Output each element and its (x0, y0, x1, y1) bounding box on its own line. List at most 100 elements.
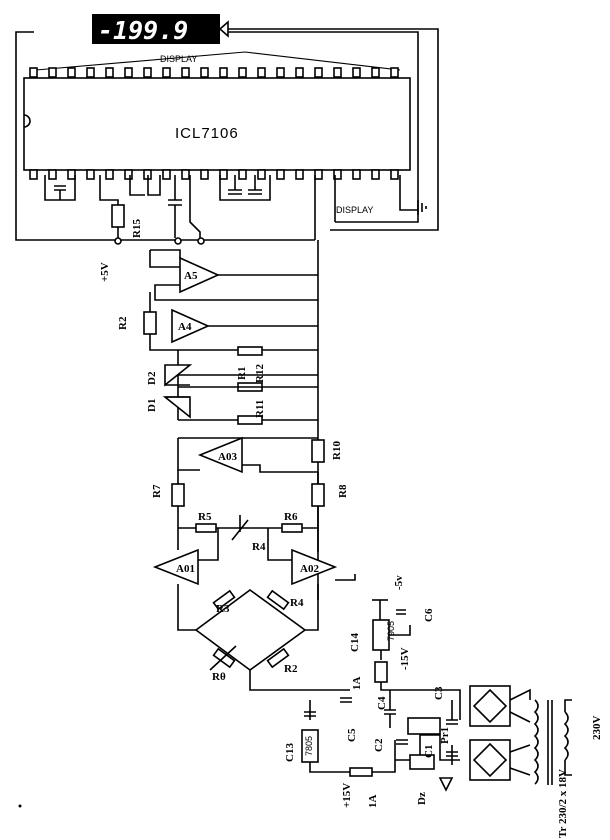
svg-text:-5v: -5v (393, 575, 405, 590)
svg-text:C2: C2 (373, 738, 385, 752)
svg-text:R8: R8 (337, 484, 349, 498)
chip-pin (105, 67, 114, 78)
chip-pin (333, 67, 342, 78)
chip-pin (143, 67, 152, 78)
positive-regulator: 7805 (301, 689, 460, 792)
capacitor-c4-c3 (384, 690, 458, 735)
chip-pin (200, 169, 209, 180)
svg-text:Dz: Dz (416, 792, 428, 805)
r15-label: R15 (131, 219, 143, 238)
svg-text:A03: A03 (218, 451, 237, 463)
chip-pin (257, 67, 266, 78)
svg-text:1A: 1A (351, 677, 363, 691)
diode-d1 (162, 396, 191, 420)
svg-text:A02: A02 (300, 563, 319, 575)
chip-pin (276, 169, 285, 180)
opamp-a4: A4 (171, 308, 318, 344)
display-label-side: DISPLAY (336, 205, 373, 215)
chip-pin (352, 169, 361, 180)
svg-text:A4: A4 (178, 321, 192, 333)
negative-regulator: 7905 (372, 599, 461, 720)
chip-pin (29, 67, 38, 78)
chip-pin (181, 169, 190, 180)
svg-text:A5: A5 (184, 270, 198, 282)
svg-text:D1: D1 (146, 399, 158, 412)
chip-pin (29, 169, 38, 180)
display-label-top: DISPLAY (160, 54, 197, 64)
svg-text:1A: 1A (367, 795, 379, 809)
chip-pin (276, 67, 285, 78)
opamp-a01: A01 (152, 528, 219, 586)
icl7106-chip: ICL7106 (23, 77, 411, 171)
svg-text:Pr1: Pr1 (439, 727, 451, 744)
svg-text:C5: C5 (346, 728, 358, 742)
svg-text:R2: R2 (117, 316, 129, 330)
svg-text:D2: D2 (146, 371, 158, 385)
svg-text:R4: R4 (252, 541, 266, 553)
wheatstone-bridge (177, 584, 320, 691)
rectifier-top (469, 685, 531, 727)
svg-text:R5: R5 (198, 511, 212, 523)
chip-pin (314, 67, 323, 78)
chip-pin (219, 169, 228, 180)
display-reading: -199.9 (98, 16, 188, 45)
seven-segment-display: -199.9 (92, 14, 229, 45)
svg-text:R7: R7 (151, 484, 163, 498)
svg-text:C4: C4 (376, 696, 388, 710)
chip-pin (371, 67, 380, 78)
svg-text:C14: C14 (349, 633, 361, 652)
svg-text:+15V: +15V (341, 783, 353, 808)
svg-text:A01: A01 (176, 563, 195, 575)
opamp-a03: A03 (177, 436, 318, 474)
chip-pin (314, 169, 323, 180)
svg-text:C6: C6 (423, 608, 435, 622)
svg-text:R4: R4 (290, 597, 304, 609)
resistor-r2-feedback (143, 292, 178, 351)
chip-pin (352, 67, 361, 78)
transformer-label: Tr 230/2 x 18V (557, 769, 569, 838)
svg-text:C13: C13 (284, 743, 296, 762)
chip-pins (29, 67, 399, 180)
chip-pin (238, 169, 247, 180)
chip-pin (238, 67, 247, 78)
chip-pin (390, 169, 399, 180)
transformer (533, 699, 572, 785)
chip-pin (86, 169, 95, 180)
plus5v-label: +5V (99, 262, 111, 282)
chip-pin (48, 169, 57, 180)
chip-bottom-network (44, 175, 427, 245)
chip-pin (333, 169, 342, 180)
chip-pin (257, 169, 266, 180)
opamp-a02: A02 (267, 528, 356, 586)
svg-text:C1: C1 (423, 745, 435, 758)
chip-pin (219, 67, 228, 78)
svg-text:R6: R6 (284, 511, 298, 523)
chip-pin (390, 67, 399, 78)
chip-pin (86, 67, 95, 78)
chip-pin (181, 67, 190, 78)
chip-pin (295, 67, 304, 78)
rectifier-bottom (469, 739, 531, 781)
svg-text:R12: R12 (254, 364, 266, 383)
svg-text:R11: R11 (254, 400, 266, 418)
svg-text:7805: 7805 (304, 736, 314, 756)
chip-pin (105, 169, 114, 180)
svg-text:R3: R3 (216, 603, 230, 615)
svg-text:R1: R1 (236, 367, 248, 380)
chip-pin (67, 169, 76, 180)
chip-pin (371, 169, 380, 180)
svg-text:7905: 7905 (386, 621, 396, 641)
chip-pin (124, 67, 133, 78)
svg-text:R10: R10 (331, 441, 343, 460)
svg-text:Rθ: Rθ (212, 671, 226, 683)
chip-pin (48, 67, 57, 78)
chip-pin (162, 169, 171, 180)
svg-text:-15V: -15V (399, 647, 411, 670)
svg-text:230V: 230V (591, 716, 603, 741)
chip-label: ICL7106 (175, 125, 239, 142)
chip-pin (200, 67, 209, 78)
svg-text:C3: C3 (433, 686, 445, 700)
opamp-a5: A5 (149, 249, 318, 301)
chip-pin (67, 67, 76, 78)
